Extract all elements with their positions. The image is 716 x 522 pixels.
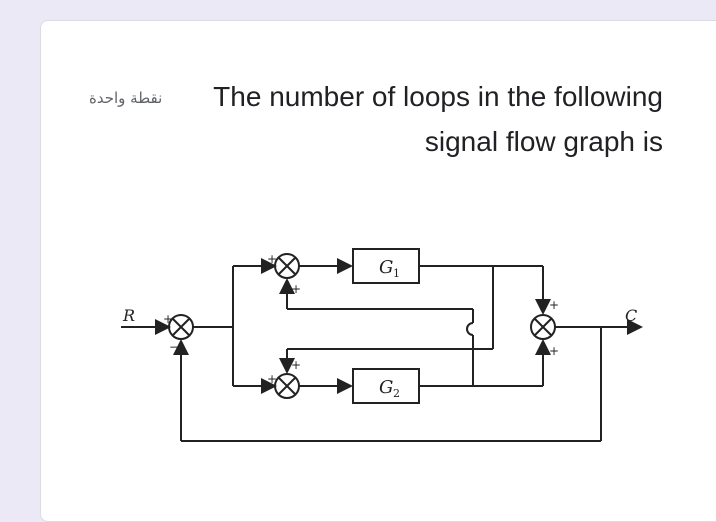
points-label: نقطة واحدة [89, 89, 163, 107]
sign-output-top-plus: + [549, 298, 559, 312]
block-g1-label: G [379, 257, 393, 278]
block-g2-label: G [379, 377, 393, 398]
block-diagram: G 1 G 2 R C + − + + + + + + [121, 248, 643, 442]
block-g2-subscript: 2 [393, 387, 400, 400]
sign-input-plus: + [163, 312, 173, 326]
block-g1-subscript: 1 [393, 267, 400, 280]
sign-bottom-plus: + [267, 372, 277, 386]
sign-feedback-minus: − [169, 340, 179, 354]
output-label: C [625, 306, 637, 325]
sign-top-cross-plus: + [291, 282, 301, 296]
sign-top-plus: + [267, 252, 277, 266]
question-card: نقطة واحدة The number of loops in the fo… [40, 20, 716, 522]
sign-output-bottom-plus: + [549, 344, 559, 358]
sign-bottom-cross-plus: + [291, 358, 301, 372]
input-label: R [122, 306, 135, 325]
question-text: The number of loops in the following sig… [213, 81, 663, 157]
